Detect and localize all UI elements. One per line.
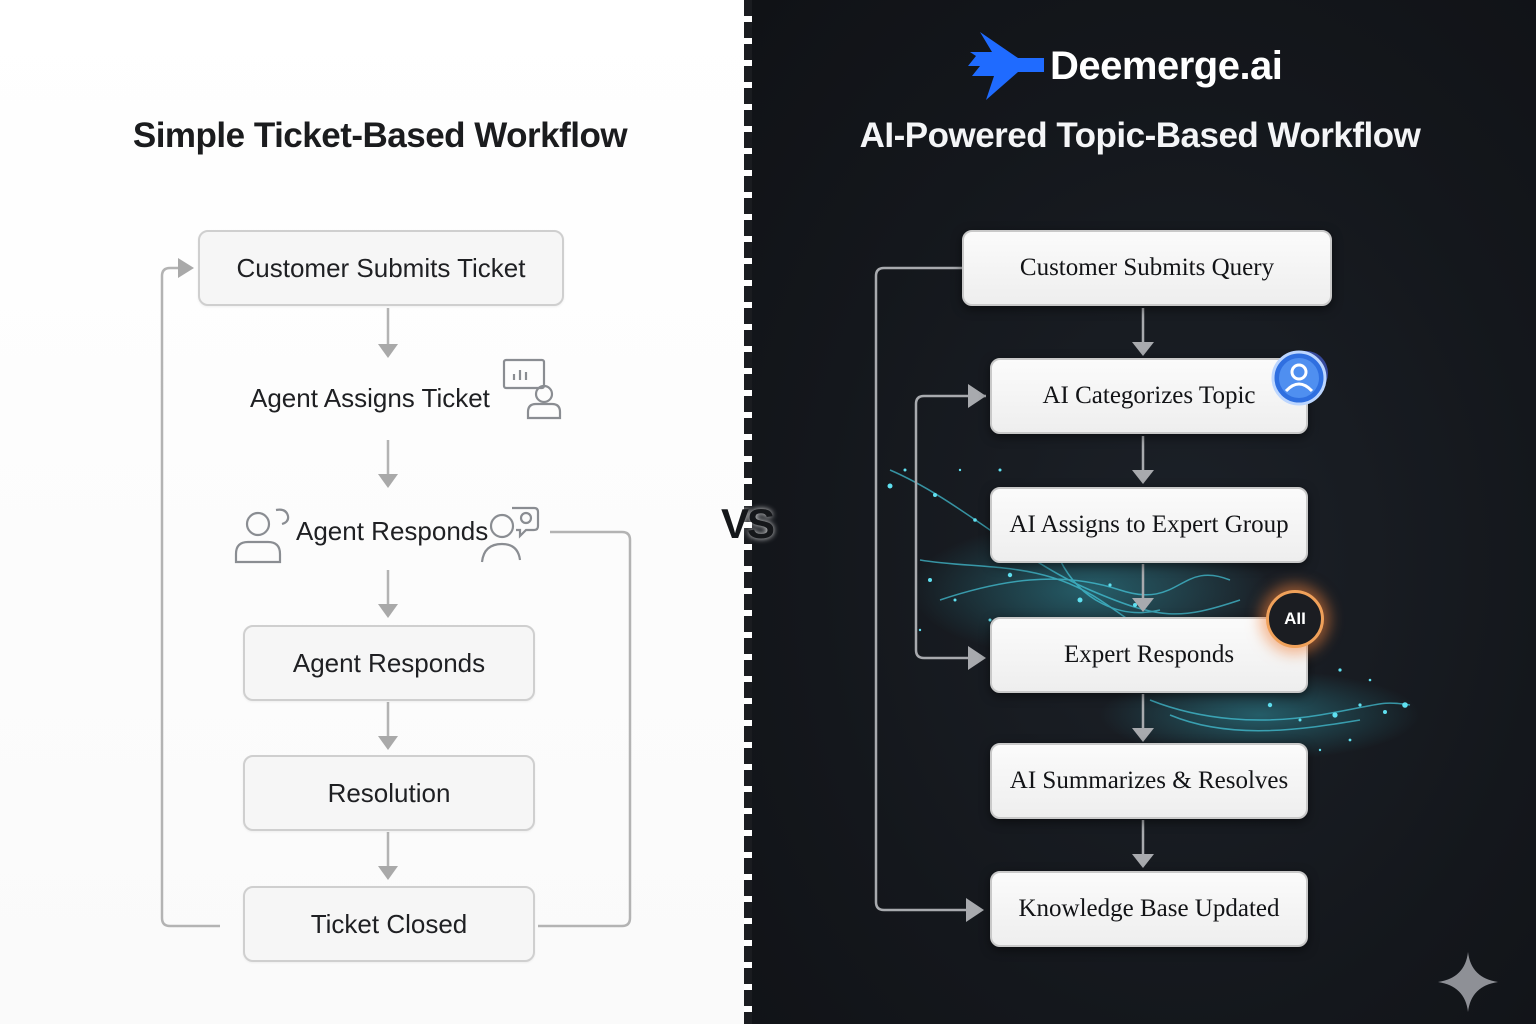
ai-badge-text: AII [1284, 609, 1306, 628]
sparkle-icon [1438, 952, 1498, 1012]
right-step-kb-updated: Knowledge Base Updated [990, 871, 1308, 947]
right-step-ai-summarizes: AI Summarizes & Resolves [990, 743, 1308, 819]
right-step-ai-categorizes: AI Categorizes Topic [990, 358, 1308, 434]
step-label: AI Categorizes Topic [1042, 382, 1256, 409]
step-label: Resolution [327, 777, 451, 808]
step-label: Customer Submits Ticket [236, 252, 526, 283]
people-speech-icon [480, 506, 540, 563]
right-panel-title: AI-Powered Topic-Based Workflow [859, 116, 1421, 155]
brand-name: Deemerge.ai [1050, 44, 1283, 88]
left-loop-lines [160, 266, 632, 928]
step-label: Agent Responds [292, 647, 486, 678]
ai-badge: AII [1266, 590, 1324, 648]
person-speech-icon [234, 508, 290, 564]
left-step-agent-responds: Agent Responds [243, 625, 535, 701]
step-label: AI Assigns to Expert Group [1009, 511, 1289, 538]
step-label: Ticket Closed [310, 908, 468, 939]
left-step-ticket-closed: Ticket Closed [243, 886, 535, 962]
brand-logo: Deemerge.ai [966, 28, 1296, 104]
right-step-ai-assigns: AI Assigns to Expert Group [990, 487, 1308, 563]
vs-label: VS [720, 500, 775, 547]
user-avatar-icon [1271, 350, 1328, 406]
left-step-arrows [378, 308, 398, 880]
step-label: Customer Submits Query [1019, 254, 1275, 281]
step-label: Expert Responds [1063, 641, 1235, 668]
step-label: Knowledge Base Updated [1018, 895, 1280, 922]
right-step-customer-submits: Customer Submits Query [962, 230, 1332, 306]
left-panel-title: Simple Ticket-Based Workflow [132, 116, 628, 155]
step-label: AI Summarizes & Resolves [1009, 767, 1289, 794]
left-step-customer-submits: Customer Submits Ticket [198, 230, 564, 306]
right-step-expert-responds: Expert Responds [990, 617, 1308, 693]
agent-at-desk-icon [502, 358, 562, 420]
left-step-resolution: Resolution [243, 755, 535, 831]
right-outer-loop [874, 266, 986, 912]
panel-divider [744, 0, 752, 1024]
left-loop-arrowhead [178, 258, 194, 278]
arrow-wing-logo-icon [968, 32, 1044, 100]
left-step-agent-assigns: Agent Assigns Ticket [250, 383, 490, 413]
left-step-agent-responds-icons: Agent Responds [296, 516, 489, 546]
left-panel [0, 0, 748, 1024]
